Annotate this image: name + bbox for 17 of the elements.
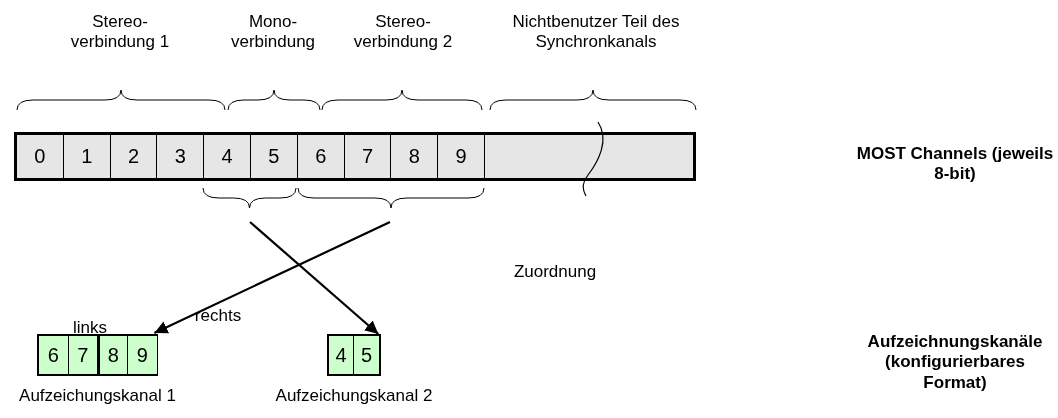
channel-caption: Aufzeichungskanal 2 [275,386,433,406]
arrow [153,221,391,334]
mapping-label: Zuordnung [512,262,598,283]
brace-label: Mono- verbindung [229,12,317,53]
channel-bar [14,132,696,181]
row-description: Aufzeichnungskanäle (konfigurierbares Format) [866,332,1044,394]
arrow [249,221,380,335]
brace-label: Stereo- verbindung 2 [352,12,454,53]
recording-channel-box [37,334,158,376]
channel-number-cell: 8 [98,336,128,374]
brace-label: Stereo- verbindung 1 [69,12,171,53]
brace-label: Nichtbenutzer Teil des Synchronkanals [511,12,681,53]
side-label: rechts [193,306,243,327]
channel-caption: Aufzeichungskanal 1 [19,386,176,406]
row-description: MOST Channels (jeweils 8-bit) [855,144,1055,185]
side-label: links [72,318,108,339]
recording-channel-box [327,334,381,376]
